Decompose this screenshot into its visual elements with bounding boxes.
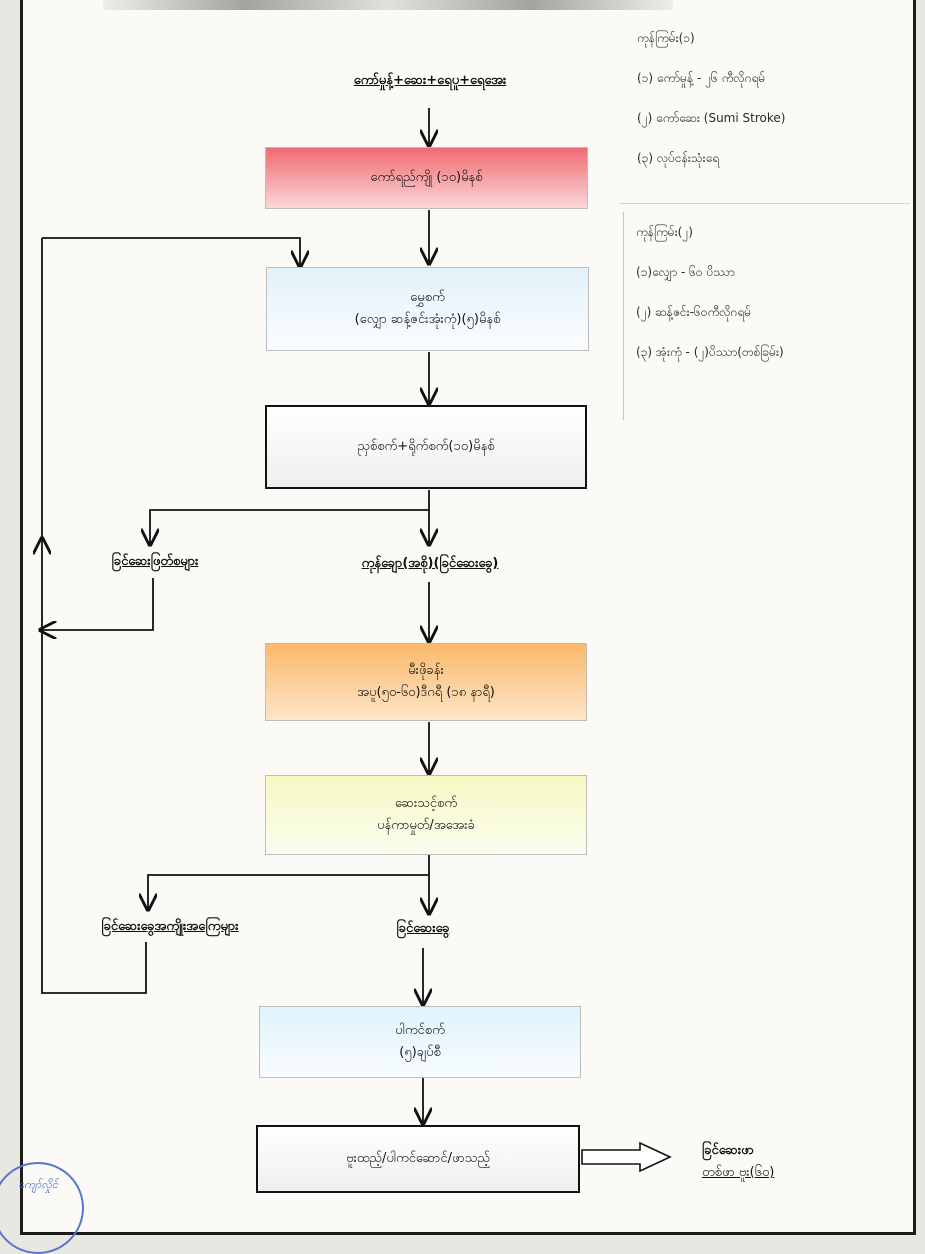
- wet-coil-label: ကုန်ချော(အစို)(ခြင်ဆေးခွေ): [361, 556, 499, 571]
- step-drying-room-title: မီးဖိုခန်း: [408, 662, 444, 678]
- step-mixer-detail: (လျှော ဆန့်ဇင်းအုံးကုံ)(၅)မိနစ်: [354, 312, 501, 327]
- legend-2-item: (၃) အုံးကုံ - (၂)ပိဿာ(တစ်ခြမ်း): [636, 345, 784, 359]
- step-drying-room: မီးဖိုခန်း အပူ(၅၀-၆၀)ဒီဂရီ (၁၈ နာရီ): [265, 643, 587, 721]
- return-loop-line: [42, 540, 147, 994]
- start-ingredients-label: ကော်မှုန့်+ဆေး+ရေပူ+ရေအေး: [353, 73, 507, 88]
- legend-divider: [620, 203, 910, 204]
- step-cooling-machine: ဆေးသင့်စက် ပန်ကာမှုတ်/အအေးခံ: [265, 775, 587, 855]
- step-mixer: မွှေစက် (လျှော ဆန့်ဇင်းအုံးကုံ)(၅)မိနစ်: [266, 267, 589, 351]
- coil-label: ခြင်ဆေးခွေ: [396, 921, 450, 936]
- step-cooling-detail: ပန်ကာမှုတ်/အအေးခံ: [377, 818, 475, 833]
- step-packing-detail: (၅)ချပ်စီ: [399, 1045, 441, 1060]
- step-packing-machine: ပါကင်စက် (၅)ချပ်စီ: [259, 1006, 581, 1078]
- legend-2-item: (၂) ဆန့်ဇင်း-၆၀ကီလိုဂရမ်: [636, 305, 752, 319]
- step-press-stamp-text: ညှစ်စက်+ရိုက်စက်(၁၀)မိနစ်: [357, 438, 495, 454]
- legend-1-heading: ကုန်ကြမ်း(၁): [637, 31, 695, 45]
- raw-materials-legend-2: ကုန်ကြမ်း(၂) (၁)လျှော - ၆၀ ပိဿာ (၂) ဆန့်…: [623, 212, 908, 420]
- double-arrow-final: [581, 1141, 672, 1173]
- seal-text: ကျော်လှိုင်: [18, 1178, 58, 1191]
- legend-2-heading: ကုန်ကြမ်း(၂): [636, 225, 693, 239]
- final-output: ခြင်ဆေးဖာ တစ်ဖာ ဗူး(၆၀): [702, 1140, 812, 1184]
- broken-coils-label: ခြင်ဆေးခွေအကျိုးအကြေများ: [101, 919, 239, 934]
- step-press-stamp: ညှစ်စက်+ရိုက်စက်(၁၀)မိနစ်: [265, 405, 587, 489]
- step-boil-glue: ကော်ရည်ကျို (၁၀)မိနစ်: [265, 147, 588, 209]
- legend-2-item: (၁)လျှော - ၆၀ ပိဿာ: [636, 265, 735, 279]
- final-output-title: ခြင်ဆေးဖာ: [702, 1143, 754, 1158]
- step-boxing: ဗူးထည့်/ပါကင်ဆောင်/ဖာသည့်: [256, 1125, 580, 1193]
- step-boil-glue-text: ကော်ရည်ကျို (၁၀)မိနစ်: [370, 169, 483, 185]
- step-cooling-title: ဆေးသင့်စက်: [394, 795, 458, 811]
- arrow-to-reject1: [150, 509, 429, 543]
- arrow-reject1-return: [42, 578, 154, 630]
- top-edge-band: [103, 0, 673, 10]
- arrow-return-step2: [42, 237, 300, 265]
- raw-materials-legend-1: ကုန်ကြမ်း(၁) (၁) ကော်မှုန့် - ၂၆ ကီလိုဂရ…: [625, 18, 910, 208]
- arrow-to-reject2: [148, 874, 429, 908]
- step-packing-title: ပါကင်စက်: [395, 1022, 445, 1038]
- legend-1-item: (၂) ကော်ဆေး (Sumi Stroke): [637, 111, 786, 125]
- reject-offcuts-label: ခြင်ဆေးဖြတ်စများ: [111, 554, 199, 569]
- final-output-detail: တစ်ဖာ ဗူး(၆၀): [702, 1165, 775, 1181]
- company-seal-stamp: ကျော်လှိုင်: [0, 1162, 84, 1254]
- legend-1-item: (၁) ကော်မှုန့် - ၂၆ ကီလိုဂရမ်: [637, 71, 766, 85]
- step-drying-room-detail: အပူ(၅၀-၆၀)ဒီဂရီ (၁၈ နာရီ): [357, 685, 495, 700]
- step-boxing-text: ဗူးထည့်/ပါကင်ဆောင်/ဖာသည့်: [346, 1150, 490, 1166]
- legend-1-item: (၃) လုပ်ငန်းသုံးရေ: [637, 151, 719, 165]
- step-mixer-title: မွှေစက်: [410, 289, 445, 305]
